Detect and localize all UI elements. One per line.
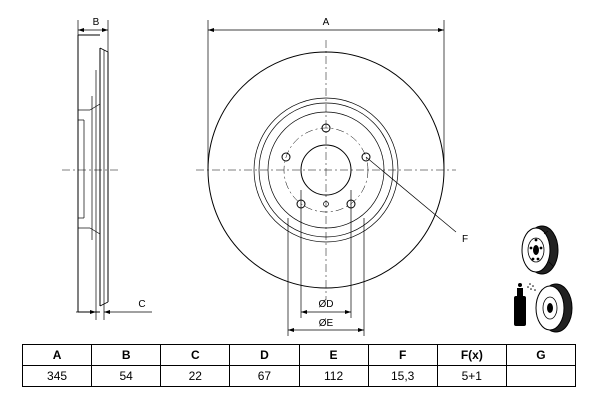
header-d: D: [229, 344, 300, 366]
table-header-row: A B C D E F F(x) G: [21, 344, 577, 366]
label-b: B: [93, 17, 100, 28]
label-f: F: [462, 234, 468, 245]
value-d: 67: [229, 365, 300, 387]
spray-cleaner-pictogram: [514, 283, 573, 333]
dimension-d: ØD: [300, 190, 352, 318]
value-b: 54: [91, 365, 162, 387]
disc-pictogram: [521, 225, 559, 275]
header-fx: F(x): [436, 344, 507, 366]
header-a: A: [21, 344, 93, 366]
label-e: ØE: [319, 318, 334, 329]
header-f: F: [367, 344, 438, 366]
value-e: 112: [298, 365, 369, 387]
header-g: G: [505, 344, 577, 366]
specification-table: A B C D E F F(x) G 345 54 22 67 112 15,3…: [21, 344, 577, 387]
dimension-b: B: [77, 17, 109, 52]
value-c: 22: [160, 365, 231, 387]
dimension-e: ØE: [287, 218, 365, 336]
value-a: 345: [21, 365, 93, 387]
label-d: ØD: [319, 299, 334, 310]
brake-disc-technical-drawing: B C A: [62, 17, 573, 336]
disc-side-view: [62, 34, 118, 313]
dimension-c: C: [76, 272, 152, 320]
value-fx: 5+1: [436, 365, 507, 387]
header-e: E: [298, 344, 369, 366]
disc-front-view: [196, 40, 456, 300]
value-f: 15,3: [367, 365, 438, 387]
table-value-row: 345 54 22 67 112 15,3 5+1: [21, 365, 577, 387]
header-c: C: [160, 344, 231, 366]
dimension-a: A: [207, 17, 445, 170]
label-a: A: [323, 17, 330, 28]
header-b: B: [91, 344, 162, 366]
label-c: C: [138, 299, 145, 310]
value-g: [505, 365, 577, 387]
leader-f: F: [365, 156, 468, 245]
